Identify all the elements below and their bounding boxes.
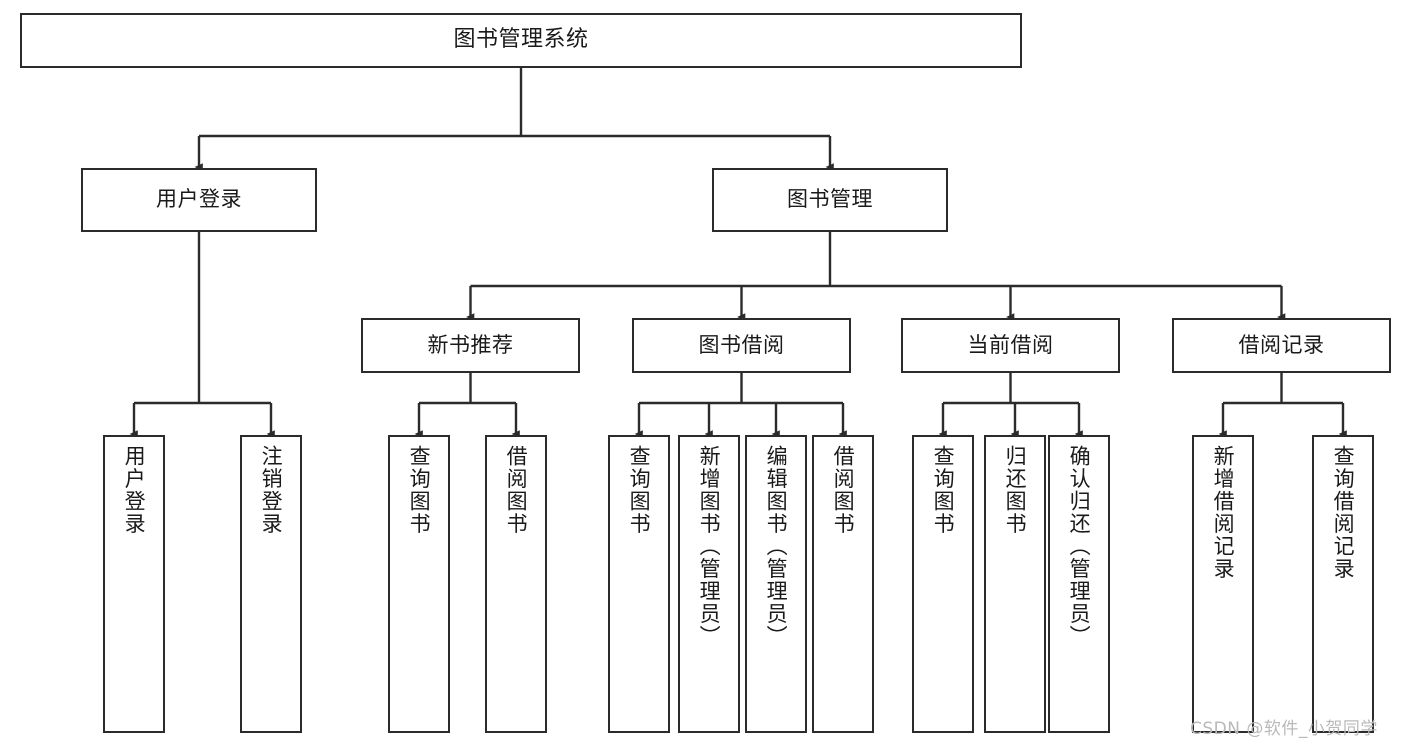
node-label: 借阅图书	[831, 445, 856, 535]
node-label: 图书管理	[787, 187, 873, 212]
node-label: 查询借阅记录	[1331, 445, 1356, 580]
node-label: 查询图书	[931, 445, 956, 535]
node-book-borrow[interactable]: 图书借阅	[632, 318, 851, 373]
node-leaf-user-login[interactable]: 用户登录	[103, 435, 165, 733]
node-leaf-logout[interactable]: 注销登录	[240, 435, 302, 733]
node-label: 当前借阅	[967, 332, 1054, 357]
node-borrow-record[interactable]: 借阅记录	[1172, 318, 1391, 373]
node-leaf-return-book[interactable]: 归还图书	[984, 435, 1046, 733]
node-label: 注销登录	[259, 445, 284, 535]
node-leaf-query-record[interactable]: 查询借阅记录	[1312, 435, 1374, 733]
node-label: 用户登录	[156, 187, 242, 212]
node-label: 新增图书（管理员）	[697, 445, 722, 648]
node-new-book-rec[interactable]: 新书推荐	[361, 318, 580, 373]
node-user-login[interactable]: 用户登录	[81, 168, 317, 232]
node-leaf-borrow-book-1[interactable]: 借阅图书	[485, 435, 547, 733]
node-leaf-add-record[interactable]: 新增借阅记录	[1192, 435, 1254, 733]
node-label: 确认归还（管理员）	[1067, 445, 1092, 648]
csdn-watermark: CSDN @软件_小贺同学	[1190, 719, 1378, 739]
node-leaf-query-book-3[interactable]: 查询图书	[912, 435, 974, 733]
node-leaf-query-book-1[interactable]: 查询图书	[388, 435, 450, 733]
node-label: 编辑图书（管理员）	[764, 445, 789, 648]
node-label: 新增借阅记录	[1211, 445, 1236, 580]
node-label: 新书推荐	[427, 332, 514, 357]
node-leaf-edit-book[interactable]: 编辑图书（管理员）	[745, 435, 807, 733]
node-label: 查询图书	[407, 445, 432, 535]
node-root[interactable]: 图书管理系统	[20, 13, 1022, 68]
node-book-manage[interactable]: 图书管理	[712, 168, 948, 232]
node-current-borrow[interactable]: 当前借阅	[901, 318, 1120, 373]
node-label: 归还图书	[1003, 445, 1028, 535]
node-leaf-confirm-return[interactable]: 确认归还（管理员）	[1048, 435, 1110, 733]
node-label: 查询图书	[627, 445, 652, 535]
node-leaf-query-book-2[interactable]: 查询图书	[608, 435, 670, 733]
node-leaf-add-book[interactable]: 新增图书（管理员）	[678, 435, 740, 733]
node-label: 借阅记录	[1238, 332, 1325, 357]
node-leaf-borrow-book-2[interactable]: 借阅图书	[812, 435, 874, 733]
node-label: 用户登录	[122, 445, 147, 535]
node-label: 借阅图书	[504, 445, 529, 535]
node-label: 图书管理系统	[453, 27, 589, 53]
node-label: 图书借阅	[698, 332, 785, 357]
